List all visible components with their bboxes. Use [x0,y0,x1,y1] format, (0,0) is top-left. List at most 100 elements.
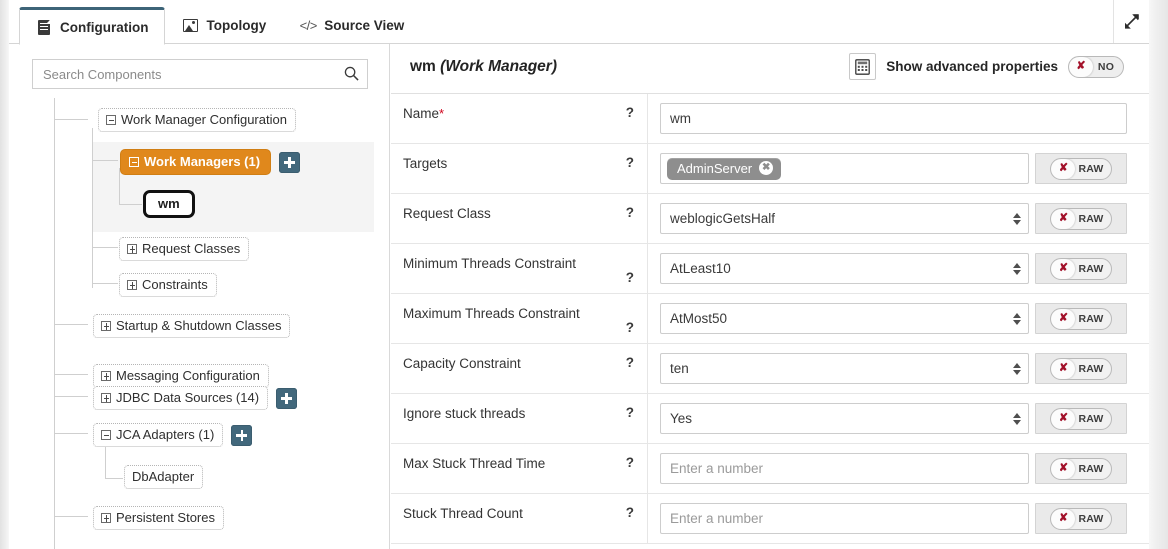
help-icon[interactable]: ? [625,320,634,335]
tree-node-box-selected-group[interactable]: Work Managers (1) [120,149,272,175]
toggle-knob: ✘ [1051,408,1076,429]
tree-node-box[interactable]: Persistent Stores [93,506,224,530]
maximum-threads-constraint-select[interactable]: AtMost50 [660,303,1029,334]
advanced-properties-toggle[interactable]: ✘ NO [1068,55,1124,78]
help-icon[interactable]: ? [625,155,634,170]
help-icon[interactable]: ? [625,505,634,520]
spinner-arrows-icon[interactable] [1013,412,1021,425]
components-sidebar: Work Manager Configuration Work Managers… [9,44,390,549]
tree-node-box[interactable]: DbAdapter [124,465,204,489]
tab-source-view[interactable]: </> Source View [283,6,421,44]
tree-node-box[interactable]: JDBC Data Sources (14) [93,386,269,410]
targets-input[interactable]: AdminServer ✖ [660,153,1029,184]
stuck-thread-count-input[interactable]: Enter a number [660,503,1029,534]
minimum-threads-constraint-select[interactable]: AtLeast10 [660,253,1029,284]
tree-node-jdbc-data-sources[interactable]: JDBC Data Sources (14) [93,386,298,410]
raw-toggle[interactable]: ✘ RAW [1050,407,1112,430]
ignore-stuck-threads-select[interactable]: Yes [660,403,1029,434]
tree-node-box[interactable]: Messaging Configuration [93,364,269,388]
collapse-minus-icon[interactable] [129,156,139,167]
toggle-knob: ✘ [1051,358,1076,379]
tree-node-box-active[interactable]: wm [143,190,195,218]
tree-node-dbadapter[interactable]: DbAdapter [124,465,204,489]
tree-node-box[interactable]: Startup & Shutdown Classes [93,314,291,338]
help-icon[interactable]: ? [625,105,634,120]
tree-node-box[interactable]: JCA Adapters (1) [93,423,224,447]
collapse-minus-icon[interactable] [101,429,111,440]
tab-topology[interactable]: Topology [165,6,283,44]
spinner-arrows-icon[interactable] [1013,312,1021,325]
capacity-constraint-select[interactable]: ten [660,353,1029,384]
calculator-button[interactable] [849,53,877,80]
add-work-manager-button[interactable] [279,151,301,173]
tree-branch-line [92,128,93,288]
help-icon[interactable]: ? [625,270,634,285]
tree-node-box[interactable]: Request Classes [119,237,250,261]
raw-toggle[interactable]: ✘ RAW [1050,507,1112,530]
search-icon[interactable] [344,66,359,81]
form-label: Maximum Threads Constraint [403,306,580,321]
help-icon[interactable]: ? [625,355,634,370]
tree-node-label: JDBC Data Sources (14) [116,390,260,405]
form-row-capacity-constraint: Capacity Constraint ? ten ✘ RAW [391,344,1149,394]
expand-plus-icon[interactable] [101,512,111,523]
expand-plus-icon[interactable] [101,370,111,381]
page-title: wm (Work Manager) [410,58,557,76]
tree-node-box[interactable]: Constraints [119,273,217,297]
name-input[interactable]: wm [660,103,1127,134]
raw-toggle[interactable]: ✘ RAW [1050,257,1112,280]
form-label-cell: Stuck Thread Count ? [391,494,648,543]
tree-node-constraints[interactable]: Constraints [119,273,217,297]
form-field-cell: wm [648,94,1149,143]
raw-toggle[interactable]: ✘ RAW [1050,207,1112,230]
help-icon[interactable]: ? [625,405,634,420]
tree-node-work-manager-configuration[interactable]: Work Manager Configuration [98,108,296,132]
spinner-arrows-icon[interactable] [1013,212,1021,225]
tree-branch-line [105,441,106,479]
raw-toggle-cell: ✘ RAW [1035,403,1127,434]
content-area: Work Manager Configuration Work Managers… [9,44,1149,549]
tree-node-persistent-stores[interactable]: Persistent Stores [93,506,224,530]
raw-toggle-label: RAW [1078,212,1104,225]
calculator-icon [855,58,871,75]
tree-node-startup-shutdown-classes[interactable]: Startup & Shutdown Classes [93,314,291,338]
expand-plus-icon[interactable] [127,243,137,254]
tree-node-messaging-configuration[interactable]: Messaging Configuration [93,364,269,388]
search-input[interactable] [32,59,368,89]
tree-node-request-classes[interactable]: Request Classes [119,237,250,261]
add-jdbc-data-source-button[interactable] [276,387,298,409]
request-class-select[interactable]: weblogicGetsHalf [660,203,1029,234]
add-jca-adapter-button[interactable] [231,424,253,446]
tree-node-work-managers[interactable]: Work Managers (1) [120,149,301,175]
collapse-minus-icon[interactable] [106,114,116,125]
tree-node-box[interactable]: Work Manager Configuration [98,108,296,132]
tab-configuration[interactable]: Configuration [19,7,166,45]
target-chip[interactable]: AdminServer ✖ [667,157,782,180]
expand-plus-icon[interactable] [101,320,111,331]
help-icon[interactable]: ? [625,205,634,220]
expand-button[interactable] [1113,0,1149,43]
form-field-cell: Enter a number ✘ RAW [648,444,1149,493]
tree-node-jca-adapters[interactable]: JCA Adapters (1) [93,423,253,447]
raw-toggle[interactable]: ✘ RAW [1050,157,1112,180]
raw-toggle[interactable]: ✘ RAW [1050,457,1112,480]
form-row-maximum-threads-constraint: Maximum Threads Constraint ? AtMost50 ✘ … [391,294,1149,344]
spinner-arrows-icon[interactable] [1013,362,1021,375]
raw-toggle[interactable]: ✘ RAW [1050,307,1112,330]
form-row-request-class: Request Class ? weblogicGetsHalf ✘ RAW [391,194,1149,244]
max-stuck-thread-time-input[interactable]: Enter a number [660,453,1029,484]
tree-node-wm[interactable]: wm [143,190,195,218]
form-label: Ignore stuck threads [403,406,526,421]
raw-toggle[interactable]: ✘ RAW [1050,357,1112,380]
page-title-type: (Work Manager) [440,58,557,75]
tree-node-label: Messaging Configuration [116,368,260,383]
toggle-knob: ✘ [1069,56,1093,77]
expand-plus-icon[interactable] [127,279,137,290]
help-icon[interactable]: ? [625,455,634,470]
spinner-arrows-icon[interactable] [1013,262,1021,275]
raw-toggle-cell: ✘ RAW [1035,203,1127,234]
tree-connector [55,374,88,375]
tree-node-label: Persistent Stores [116,510,215,525]
remove-chip-icon[interactable]: ✖ [759,161,774,175]
expand-plus-icon[interactable] [101,392,111,403]
